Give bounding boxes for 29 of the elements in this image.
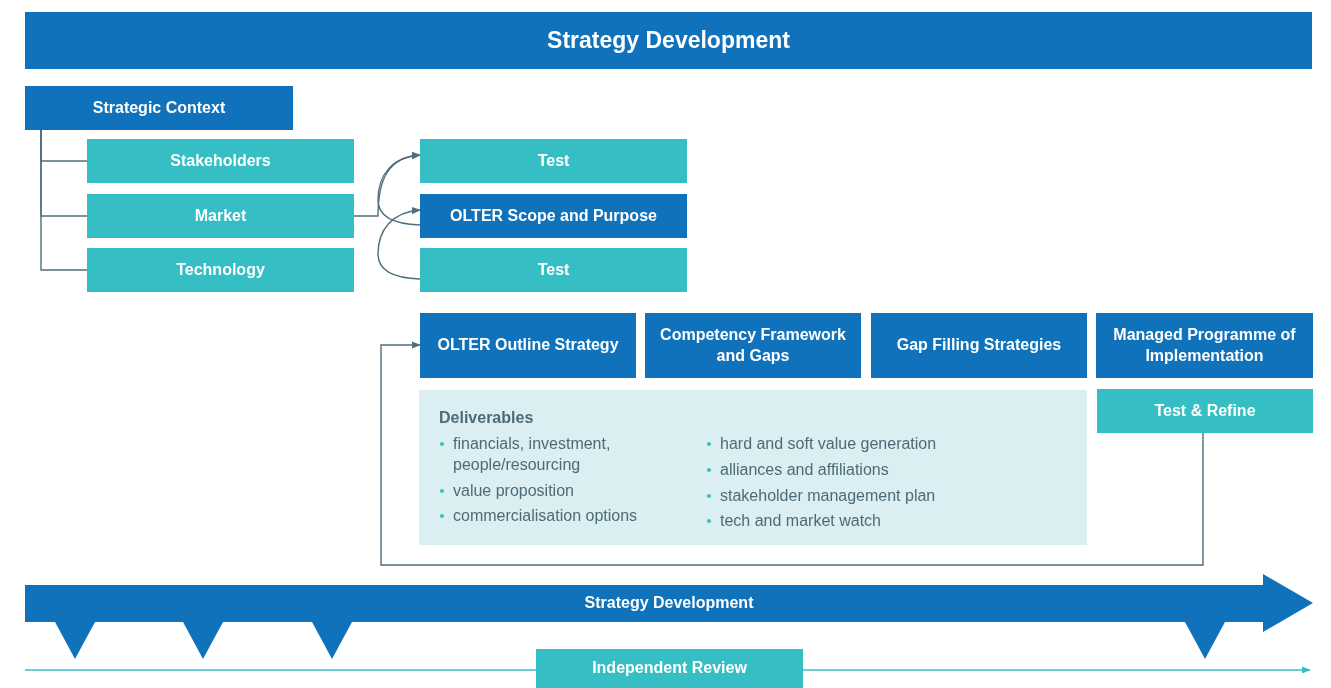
list-item: tech and market watch — [720, 511, 881, 532]
panel-heading: Deliverables — [439, 408, 535, 428]
process-box: Stakeholders — [87, 139, 354, 183]
process-box: Technology — [87, 248, 354, 292]
process-box: Gap Filling Strategies — [871, 313, 1087, 378]
process-box: OLTER Outline Strategy — [420, 313, 636, 378]
list-item: alliances and affiliations — [720, 459, 889, 480]
deliverables-panel — [419, 390, 1087, 545]
list-item: commercialisation options — [453, 506, 638, 527]
process-box: Managed Programme of Implementation — [1096, 313, 1313, 378]
process-box: Test — [420, 139, 687, 183]
arrow — [380, 341, 1204, 566]
arrow — [377, 207, 421, 280]
list-item: value proposition — [453, 480, 574, 501]
process-box: OLTER Scope and Purpose — [420, 194, 687, 238]
tree-line — [40, 129, 88, 271]
title-banner: Strategy Development — [25, 12, 1312, 69]
list-item: hard and soft value generation — [720, 434, 937, 454]
process-box: Competency Framework and Gaps — [645, 313, 861, 378]
list-item: financials, investment, people/resourcing — [453, 434, 612, 475]
process-box: Independent Review — [536, 649, 803, 688]
arrow-label: Strategy Development — [584, 592, 754, 613]
process-box: Test — [420, 248, 687, 292]
arrow — [377, 152, 421, 226]
arrow — [802, 666, 1311, 674]
process-box: Market — [87, 194, 354, 238]
header-box: Strategic Context — [25, 86, 293, 130]
process-box: Test & Refine — [1097, 389, 1313, 433]
list-item: stakeholder management plan — [720, 485, 936, 506]
